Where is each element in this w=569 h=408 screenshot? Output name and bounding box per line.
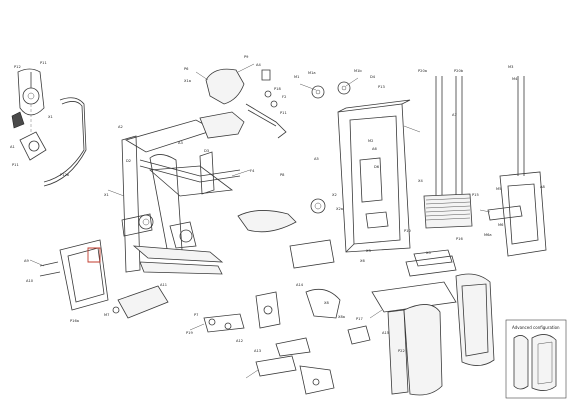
part-label: M1b <box>354 69 362 73</box>
part-label: M1 <box>294 75 299 79</box>
part-label: X8 <box>324 301 329 305</box>
part-label: A1 <box>10 145 15 149</box>
part-label: P8 <box>280 173 285 177</box>
part-label: M1a <box>308 71 316 75</box>
part-label: P19 <box>186 331 193 335</box>
part-label: A13 <box>254 349 261 353</box>
part-label: A15 <box>382 331 389 335</box>
part-label: M4 <box>512 77 518 81</box>
part-label: A3 <box>178 141 183 145</box>
part-label: P20b <box>454 69 464 73</box>
part-label: D3 <box>204 149 209 153</box>
part-label: P16a <box>70 319 79 323</box>
part-label: X2a <box>336 207 343 211</box>
part-label: P16 <box>456 237 463 241</box>
part-label: P7 <box>194 313 198 317</box>
part-label: M6a <box>484 233 492 237</box>
part-label: M5 <box>496 187 501 191</box>
part-label: A8 <box>540 185 545 189</box>
part-label: A9 <box>24 259 29 263</box>
part-label: D2 <box>126 159 131 163</box>
lower-brackets <box>203 288 371 395</box>
cable-pulley-assembly <box>11 68 87 187</box>
part-label: P11 <box>280 111 287 115</box>
part-label: A2 <box>118 125 123 129</box>
part-label: P9 <box>244 55 249 59</box>
part-label: X1 <box>48 115 53 119</box>
callout-leaders <box>29 63 491 379</box>
part-label: A11 <box>160 283 167 287</box>
lower-linkage <box>39 239 169 319</box>
part-label: P11 <box>40 61 47 65</box>
part-label: F4 <box>250 169 255 173</box>
part-label: X1 <box>104 193 109 197</box>
part-label: D4 <box>370 75 376 79</box>
part-label: X5 <box>426 251 431 255</box>
part-label: A12 <box>236 339 243 343</box>
part-label: P22 <box>398 349 405 353</box>
part-label: X1a <box>184 79 191 83</box>
part-label: P6 <box>184 67 189 71</box>
part-label: A10 <box>26 279 34 283</box>
part-label: A6 <box>372 147 377 151</box>
part-labels: P12P11A1P11X1P12aA2D2X1P6X1aA3D3P9A4P18F… <box>10 55 545 353</box>
part-label: X3 <box>366 249 371 253</box>
tower-frame <box>289 81 411 269</box>
part-label: X4 <box>418 179 423 183</box>
part-label: M2 <box>368 139 373 143</box>
part-label: A5 <box>314 157 319 161</box>
part-label: M7 <box>104 313 109 317</box>
part-label: A7 <box>452 113 457 117</box>
seat-pads <box>199 68 297 233</box>
part-label: D6 <box>374 165 380 169</box>
part-label: P10 <box>404 229 411 233</box>
side-covers <box>371 255 495 396</box>
main-frame <box>121 119 241 275</box>
part-label: P15 <box>472 193 479 197</box>
inset-title: Advanced configuration <box>512 325 560 330</box>
part-label: P12 <box>14 65 21 69</box>
part-label: X8a <box>338 315 345 319</box>
part-label: A14 <box>296 283 304 287</box>
part-label: P18 <box>274 87 281 91</box>
part-label: P12a <box>60 173 69 177</box>
part-label: M6 <box>498 223 504 227</box>
part-label: P17 <box>356 317 363 321</box>
part-label: X2 <box>332 193 337 197</box>
advanced-configuration-inset: Advanced configuration <box>505 319 567 399</box>
part-label: P20a <box>418 69 427 73</box>
part-label: P11 <box>12 163 19 167</box>
part-label: X6 <box>360 259 365 263</box>
weight-stack <box>413 76 547 267</box>
part-label: P13 <box>378 85 385 89</box>
part-label: M3 <box>508 65 513 69</box>
part-label: F2 <box>282 95 286 99</box>
part-label: A4 <box>256 63 261 67</box>
